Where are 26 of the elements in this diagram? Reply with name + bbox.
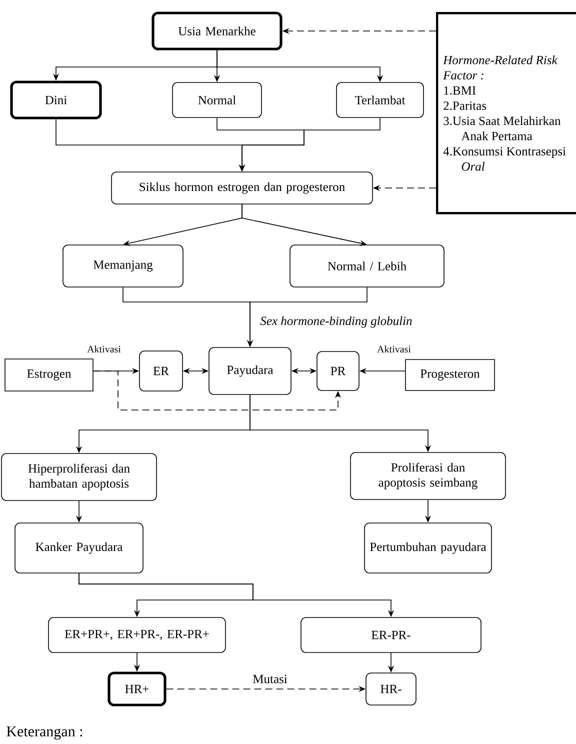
process-box: Estrogen: [4, 358, 94, 392]
process-box: Payudara: [208, 347, 292, 395]
process-box: ER+PR+, ER+PR-, ER-PR+: [48, 617, 226, 653]
process-box: Memanjang: [62, 244, 184, 288]
process-box: Usia Menarkhe: [152, 12, 282, 50]
risk-factor-box: Hormone-Related Risk Factor : 1.BMI 2.Paritas 3.Usia Saat Melahirkan Anak Pertama 4.Konsumsi Kontrasepsi Oral: [436, 12, 576, 214]
process-box: HR+: [108, 672, 166, 706]
process-box: Siklus hormon estrogen dan progesteron: [111, 172, 373, 204]
edge-label: Aktivasi: [376, 344, 412, 354]
process-box: HR-: [366, 672, 416, 706]
edge-label: Sex hormone-binding globulin: [259, 315, 414, 329]
process-box: ER-PR-: [300, 617, 482, 653]
process-box: Proliferasi dan apoptosis seimbang: [350, 452, 506, 500]
process-box: Kanker Payudara: [14, 522, 144, 574]
edge-label: Aktivasi: [86, 344, 122, 354]
process-box: Hiperproliferasi dan hambatan apoptosis: [1, 453, 157, 501]
process-box: Terlambat: [336, 82, 424, 118]
process-box: Normal: [172, 82, 262, 118]
process-box: Normal / Lebih: [290, 244, 444, 288]
process-box: Progesteron: [405, 359, 495, 391]
process-box: Pertumbuhan payudara: [364, 522, 492, 574]
process-box: PR: [316, 351, 360, 391]
process-box: ER: [139, 350, 183, 392]
process-box: Dini: [10, 80, 102, 120]
edge-label: Mutasi: [252, 674, 288, 684]
note-text: Keterangan :: [6, 726, 82, 740]
